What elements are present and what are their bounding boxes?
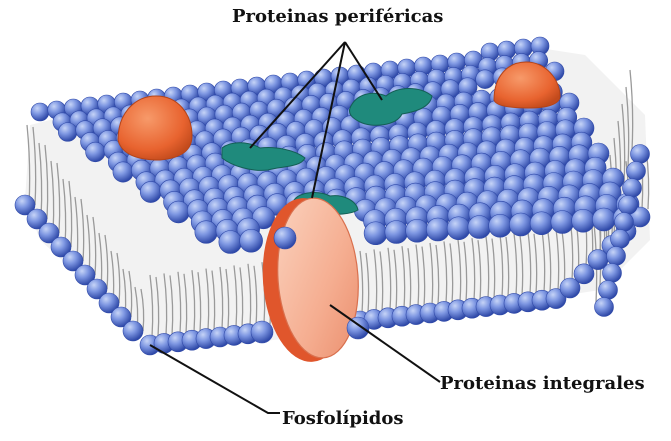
phospholipid-head xyxy=(447,217,470,240)
phospholipid-head-lower xyxy=(607,247,626,266)
phospholipid-head xyxy=(468,216,491,239)
phospholipid-head xyxy=(251,321,273,343)
phospholipid-head-lower xyxy=(627,162,646,181)
phospholipid-head xyxy=(489,214,512,237)
phospholipid-head xyxy=(592,208,615,231)
phospholipid-head xyxy=(31,103,49,121)
phospholipid-head xyxy=(530,212,553,235)
phospholipid-head xyxy=(509,213,532,236)
peripheral-proteins-label: Proteinas periféricas xyxy=(232,6,443,27)
phospholipid-head xyxy=(572,209,595,232)
phospholipid-head-lower xyxy=(595,298,614,317)
phospholipid-head-lower xyxy=(603,264,622,283)
leader-phospholipids xyxy=(150,345,280,413)
phospholipid-head xyxy=(86,142,106,162)
phospholipid-head xyxy=(551,211,574,234)
phospholipid-head-lower xyxy=(631,145,650,164)
phospholipid-head-lower xyxy=(611,230,630,249)
integral-proteins-label: Proteinas integrales xyxy=(440,373,645,394)
phospholipid-head xyxy=(58,123,77,142)
phospholipid-head xyxy=(476,70,495,89)
phospholipid-head xyxy=(274,227,296,249)
phospholipid-head-lower xyxy=(615,213,634,232)
phospholipids-label: Fosfolípidos xyxy=(282,408,404,429)
phospholipid-head-lower xyxy=(599,281,618,300)
phospholipid-head-lower xyxy=(623,179,642,198)
phospholipid-head-lower xyxy=(123,321,143,341)
phospholipid-head xyxy=(168,201,190,223)
phospholipid-head xyxy=(195,221,218,244)
phospholipid-head xyxy=(113,162,133,182)
phospholipid-head xyxy=(219,231,242,254)
phospholipid-head xyxy=(426,218,449,241)
phospholipid-head xyxy=(364,222,387,245)
phospholipid-head xyxy=(140,181,161,202)
phospholipid-head-lower xyxy=(619,196,638,215)
phospholipid-head xyxy=(240,229,263,252)
phospholipid-head xyxy=(385,221,408,244)
phospholipid-head xyxy=(406,219,429,242)
